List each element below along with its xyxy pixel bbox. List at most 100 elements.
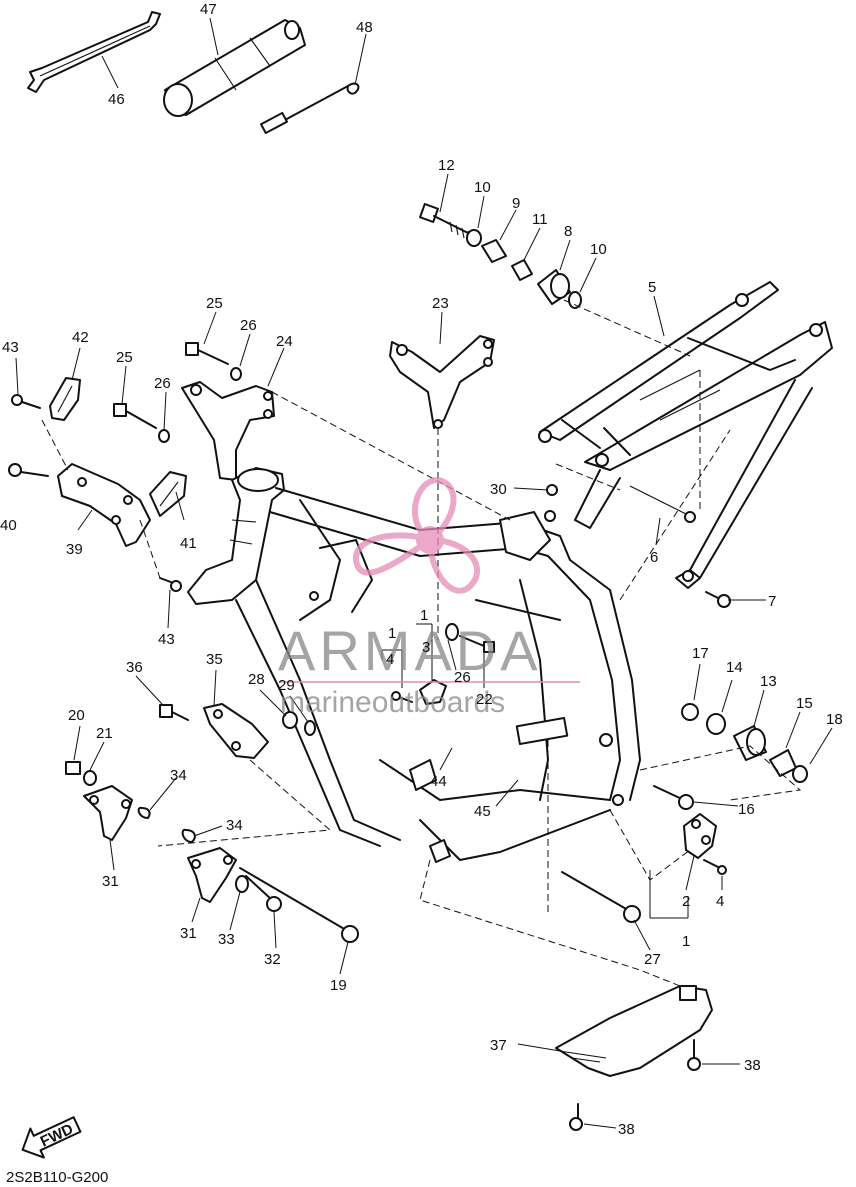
callout-18: 18: [826, 711, 843, 728]
bolt-4b: [703, 859, 727, 875]
callout-20: 20: [68, 707, 85, 724]
collar-15: [769, 749, 797, 777]
bolt-40: [8, 463, 49, 477]
callout-44: 44: [430, 773, 447, 790]
washer-29: [304, 720, 316, 736]
callout-37: 37: [490, 1037, 507, 1054]
callout-11: 11: [532, 211, 548, 228]
callout-1a: 1: [388, 625, 396, 642]
bracket-24: [181, 381, 275, 481]
diagram-code: 2S2B110-G200: [6, 1169, 108, 1186]
callout-16: 16: [738, 801, 755, 818]
callout-26b: 26: [154, 375, 171, 392]
bolt-12: [419, 203, 475, 242]
callout-46: 46: [108, 91, 125, 108]
callout-3: 3: [422, 639, 430, 656]
bolt-25a: [185, 342, 229, 365]
callout-2: 2: [682, 893, 690, 910]
callout-1c: 1: [682, 933, 690, 950]
callout-10a: 10: [474, 179, 491, 196]
callout-43a: 43: [2, 339, 19, 356]
nut-17: [681, 703, 699, 721]
nut-20: [65, 761, 81, 775]
callout-7: 7: [768, 593, 776, 610]
bolt-4a: [391, 691, 413, 703]
washer-26a: [230, 367, 242, 381]
callout-17: 17: [692, 645, 709, 662]
callout-13: 13: [760, 673, 777, 690]
bolt-22: [445, 623, 495, 653]
watermark-tagline: marineoutboards: [280, 686, 505, 719]
bolt-38a: [687, 1039, 701, 1071]
bolt-25b: [113, 403, 157, 429]
footrest-42: [49, 377, 81, 421]
callout-43b: 43: [158, 631, 175, 648]
watermark: ARMADA marineoutboards: [278, 477, 580, 719]
footrest-41: [149, 471, 187, 517]
callout-1b: 1: [420, 607, 428, 624]
washer-18: [792, 765, 808, 783]
rod-48: [260, 82, 360, 135]
callout-10b: 10: [590, 241, 607, 258]
plate-31b: [187, 847, 237, 903]
callout-14: 14: [726, 659, 743, 676]
callout-32: 32: [264, 951, 281, 968]
bolt-16: [653, 785, 694, 810]
washer-10a: [466, 229, 482, 247]
callout-5: 5: [648, 279, 656, 296]
callout-8: 8: [564, 223, 572, 240]
rear-frame-bolt-6: [629, 485, 691, 517]
collar-14: [706, 713, 726, 735]
callout-24: 24: [276, 333, 293, 350]
bushing-8: [537, 269, 571, 305]
bolt-32: [245, 875, 282, 912]
callout-27: 27: [644, 951, 661, 968]
bolt-43a: [11, 394, 41, 409]
callout-25b: 25: [116, 349, 133, 366]
callout-22: 22: [476, 691, 493, 708]
callout-40: 40: [0, 517, 17, 534]
callout-4a: 4: [386, 651, 394, 668]
bolt-27: [561, 871, 641, 923]
collar-11: [511, 259, 533, 281]
callout-4b: 4: [716, 893, 724, 910]
wrench-46: [27, 11, 161, 93]
watermark-brand: ARMADA: [278, 619, 542, 682]
callout-39: 39: [66, 541, 83, 558]
callout-25a: 25: [206, 295, 223, 312]
bracket-23: [389, 335, 495, 429]
footrest-bracket-39: [57, 463, 151, 547]
clip-34b: [181, 828, 196, 843]
rear-frame-5: [538, 281, 833, 589]
bushing-13: [733, 725, 767, 761]
callout-19: 19: [330, 977, 347, 994]
callout-42: 42: [72, 329, 89, 346]
callout-47: 47: [200, 1, 217, 18]
callout-36: 36: [126, 659, 143, 676]
callout-34b: 34: [226, 817, 243, 834]
bolt-38b: [569, 1103, 583, 1131]
callout-31a: 31: [102, 873, 119, 890]
washer-10b: [568, 291, 582, 309]
callout-26a: 26: [240, 317, 257, 334]
socket-wrench-47: [163, 19, 306, 117]
bolt-7: [705, 591, 731, 608]
callout-48: 48: [356, 19, 373, 36]
callout-23: 23: [432, 295, 449, 312]
bolt-43b: [159, 577, 182, 592]
callout-9: 9: [512, 195, 520, 212]
callout-38b: 38: [618, 1121, 635, 1138]
callout-labels: 47 48 46 12 10 9 11 8 10 5 25 26 24 23 4…: [0, 1, 843, 1138]
bolt-19: [239, 867, 359, 943]
engine-bracket-2: [683, 813, 717, 859]
callout-15: 15: [796, 695, 813, 712]
skid-plate-37: [555, 985, 713, 1077]
callout-34a: 34: [170, 767, 187, 784]
washer-33: [235, 875, 249, 893]
callout-12: 12: [438, 157, 455, 174]
alignment-lines: [41, 299, 802, 987]
leader-lines: [15, 17, 833, 1129]
clip-34a: [137, 806, 151, 819]
nut-28: [282, 711, 298, 729]
